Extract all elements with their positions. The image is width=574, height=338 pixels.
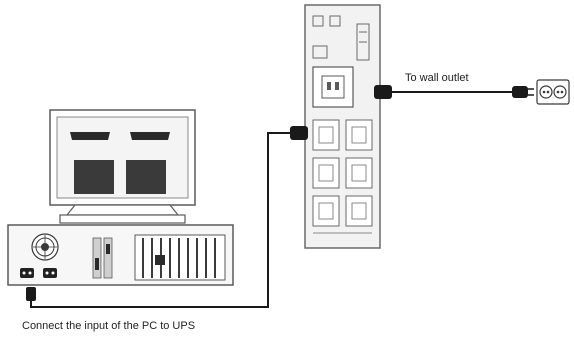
wall-outlet-icon	[536, 79, 570, 105]
pc-to-ups-cable	[26, 126, 308, 308]
to-wall-outlet-label: To wall outlet	[405, 72, 469, 84]
pc-case	[7, 224, 234, 286]
ups-rear-panel	[304, 4, 381, 249]
ups-to-wall-cable	[374, 85, 534, 99]
fan-icon	[31, 233, 59, 261]
monitor	[49, 109, 196, 224]
connect-pc-label: Connect the input of the PC to UPS	[22, 320, 196, 332]
power-inlet-icon	[20, 268, 57, 278]
